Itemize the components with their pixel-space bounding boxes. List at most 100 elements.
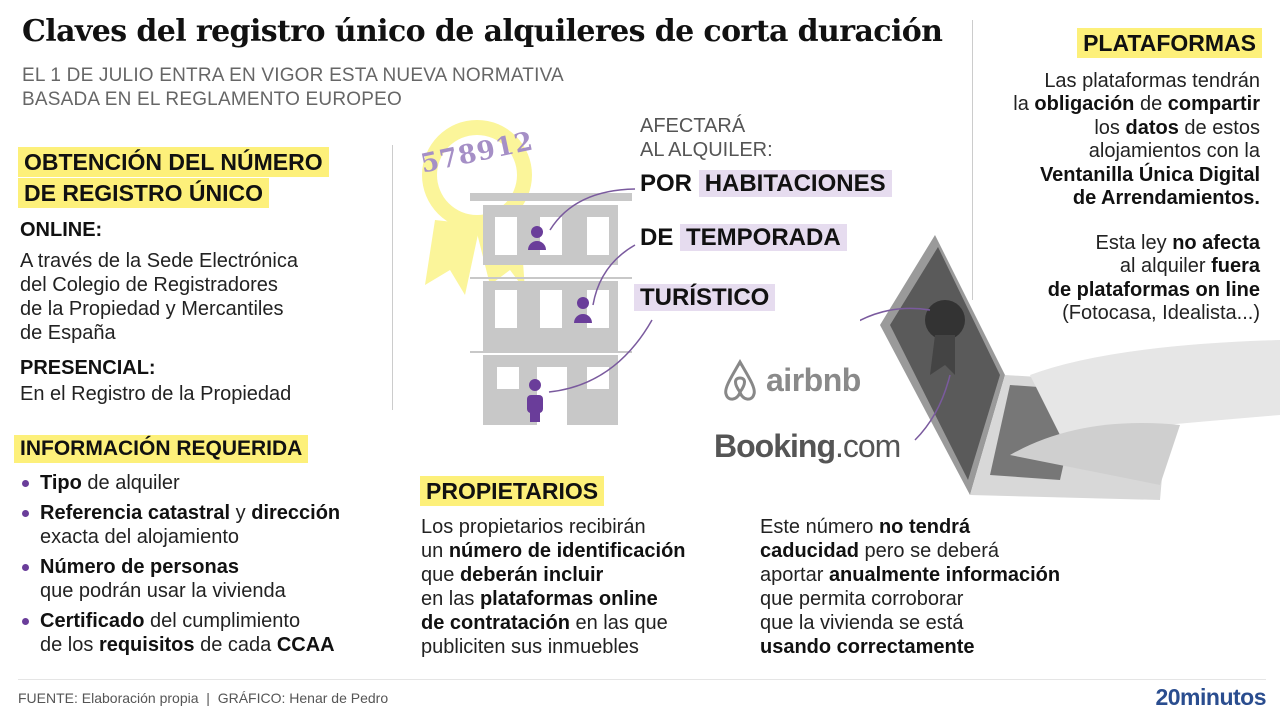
heading-line: DE REGISTRO ÚNICO (18, 178, 269, 208)
building-illustration (422, 120, 653, 425)
text: que podrán usar la vivienda (40, 580, 286, 602)
presencial-text: En el Registro de la Propiedad (20, 383, 292, 405)
text-line: (Fotocasa, Idealista...) (1048, 302, 1260, 325)
person-icon (527, 226, 592, 422)
text: un (421, 540, 449, 562)
tag-prefix: POR (640, 170, 699, 197)
text: los (1094, 116, 1126, 139)
bold-text: Tipo (40, 472, 82, 494)
text-line: A través de la Sede Electrónica (20, 250, 298, 272)
online-text: A través de la Sede Electrónica del Cole… (20, 249, 298, 345)
text: publiciten sus inmuebles (421, 636, 639, 658)
subtitle-line: EL 1 DE JULIO ENTRA EN VIGOR ESTA NUEVA … (22, 65, 564, 86)
text-line: Certificado del cumplimiento (40, 609, 340, 633)
bold-text: de contratación (421, 612, 570, 634)
airbnb-logo: airbnb (720, 358, 861, 402)
text: (Fotocasa, Idealista...) (1062, 302, 1260, 325)
heading-line: OBTENCIÓN DEL NÚMERO (18, 147, 329, 177)
text-line: Esta ley no afecta (1048, 232, 1260, 255)
bold-text: de plataformas on line (1047, 278, 1260, 301)
label-line: AL ALQUILER: (640, 139, 773, 161)
bold-text: anualmente información (828, 564, 1061, 586)
heading-text: PLATAFORMAS (1077, 28, 1262, 58)
subtitle-line: BASADA EN EL REGLAMENTO EUROPEO (22, 89, 402, 110)
tag-main: TURÍSTICO (634, 284, 776, 311)
page-title: Claves del registro único de alquileres … (22, 14, 943, 49)
bold-text: compartir (1167, 93, 1260, 116)
obtencion-heading: OBTENCIÓN DEL NÚMERO DE REGISTRO ÚNICO (18, 147, 329, 208)
bold-text: dirección (251, 502, 341, 524)
booking-wordmark: Booking (714, 428, 836, 464)
bold-text: Referencia catastral (40, 502, 231, 524)
text-line: de España (20, 322, 116, 344)
text: del cumplimiento (144, 610, 301, 632)
booking-suffix: .com (834, 428, 901, 464)
bold-text: no tendrá (878, 516, 971, 538)
text: que (421, 564, 460, 586)
bold-text: usando correctamente (760, 636, 975, 658)
text-line: Ventanilla Única Digital (1013, 164, 1260, 187)
bold-text: número de identificación (448, 540, 686, 562)
text: de los (40, 634, 99, 656)
text-line: de los requisitos de cada CCAA (40, 633, 340, 657)
text-line: que permita corroborar (760, 587, 1060, 611)
bold-text: CCAA (276, 634, 335, 656)
text-line: la obligación de compartir (1013, 93, 1260, 116)
text-line: del Colegio de Registradores (20, 274, 278, 296)
brand-logo: 20minutos (1155, 684, 1266, 710)
text-line: de la Propiedad y Mercantiles (20, 298, 284, 320)
afectara-label: AFECTARÁ AL ALQUILER: (640, 114, 773, 162)
text-line: Número de personas (40, 555, 340, 579)
divider (972, 20, 973, 300)
text-line: de plataformas on line (1048, 279, 1260, 302)
tag-turistico: TURÍSTICO (634, 284, 776, 312)
text: Este número (760, 516, 879, 538)
text-line: aportar anualmente información (760, 563, 1060, 587)
text-line: de Arrendamientos. (1013, 187, 1260, 210)
text-line: en las plataformas online (421, 587, 686, 611)
text-line: al alquiler fuera (1048, 255, 1260, 278)
bold-text: deberán incluir (459, 564, 604, 586)
bold-text: fuera (1211, 255, 1260, 278)
airbnb-icon (724, 358, 756, 401)
booking-logo: Booking.com (714, 428, 901, 465)
footer-divider (18, 679, 1266, 680)
tag-main: HABITACIONES (698, 170, 892, 197)
laptop-illustration (860, 235, 1280, 500)
bold-text: no afecta (1172, 232, 1260, 254)
text: Esta ley (1095, 232, 1173, 254)
bold-text: caducidad (760, 540, 859, 562)
subtitle: EL 1 DE JULIO ENTRA EN VIGOR ESTA NUEVA … (22, 64, 564, 112)
text-line: los datos de estos (1013, 117, 1260, 140)
text: Los propietarios recibirán (421, 516, 646, 538)
tag-habitaciones: POR HABITACIONES (640, 170, 892, 198)
heading-text: INFORMACIÓN REQUERIDA (14, 435, 309, 463)
text-line: Los propietarios recibirán (421, 515, 686, 539)
text-line: que deberán incluir (421, 563, 686, 587)
bold-text: requisitos (98, 634, 195, 656)
text-line: exacta del alojamiento (40, 525, 340, 549)
info-item: Tipo de alquiler (20, 471, 340, 495)
tag-prefix: DE (640, 224, 681, 251)
bold-text: Certificado (40, 610, 145, 632)
plataformas-heading: PLATAFORMAS (1077, 28, 1262, 58)
label-line: AFECTARÁ (640, 115, 746, 137)
text: de estos (1178, 116, 1260, 139)
text: la (1013, 93, 1035, 116)
text-line: Tipo de alquiler (40, 471, 340, 495)
text-line: usando correctamente (760, 635, 1060, 659)
text: Las plataformas tendrán (1044, 70, 1260, 92)
text-line: que podrán usar la vivienda (40, 579, 340, 603)
text-line: publiciten sus inmuebles (421, 635, 686, 659)
text-line: alojamientos con la (1013, 140, 1260, 163)
text-line: de contratación en las que (421, 611, 686, 635)
text: de cada (194, 634, 277, 656)
text-line: Las plataformas tendrán (1013, 70, 1260, 93)
